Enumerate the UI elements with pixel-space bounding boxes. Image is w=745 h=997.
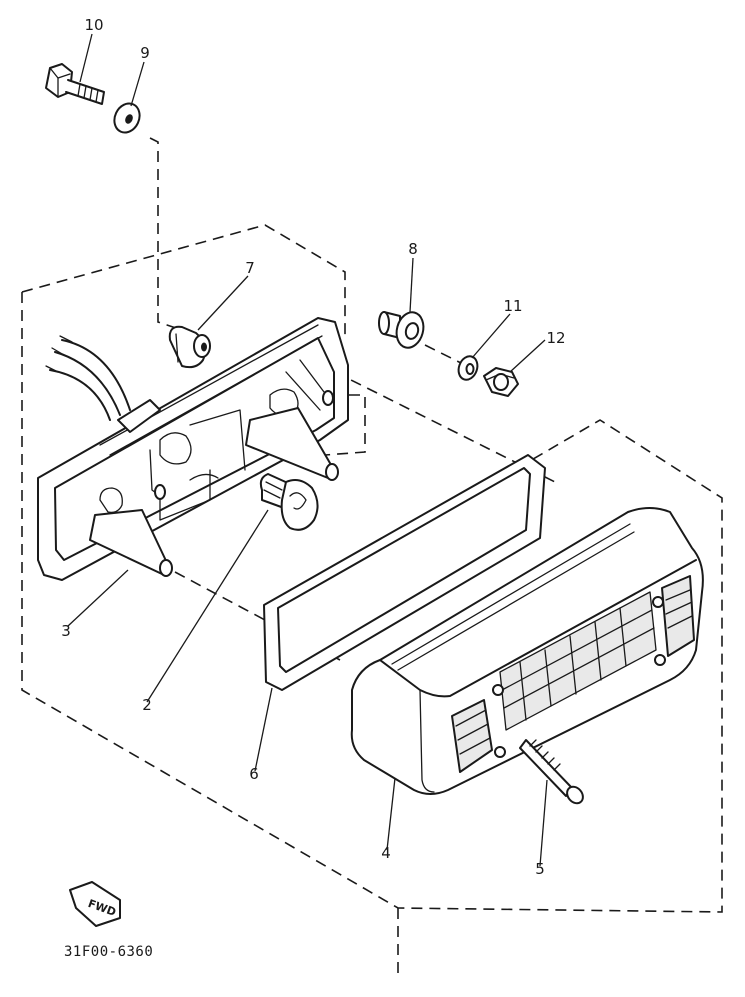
callout-label: 7	[245, 259, 255, 277]
forward-arrow-icon: FWD	[69, 881, 121, 927]
callout-label: 4	[381, 844, 391, 862]
callout-label: 3	[61, 622, 71, 640]
callout-label: 10	[84, 16, 103, 34]
callout-label: 11	[503, 297, 522, 315]
grommet-part-7	[168, 325, 211, 369]
lamp-housing-part-3	[37, 317, 349, 581]
reference-code: 31F00-6360	[64, 944, 153, 960]
bolt-part-10	[45, 63, 105, 105]
washer-part-9	[113, 102, 141, 134]
screw-part-5	[519, 739, 584, 805]
callout-label: 12	[546, 329, 565, 347]
bulb-part-2	[259, 473, 319, 531]
lens-part-4	[350, 507, 704, 795]
callout-label: 8	[408, 240, 418, 258]
collar-part-8	[378, 311, 425, 349]
gasket-part-6	[263, 454, 546, 691]
callout-label: 5	[535, 860, 545, 878]
leader-lines	[67, 33, 548, 867]
callout-label: 9	[140, 44, 150, 62]
callout-label: 2	[142, 696, 152, 714]
callout-label: 6	[249, 765, 259, 783]
nut-part-12	[483, 367, 519, 397]
assembly-boundary	[21, 224, 723, 975]
lock-washer-part-11	[457, 355, 479, 381]
callout-labels: 10 9 7 8 11 12 3 2 6 4 5	[61, 16, 565, 878]
